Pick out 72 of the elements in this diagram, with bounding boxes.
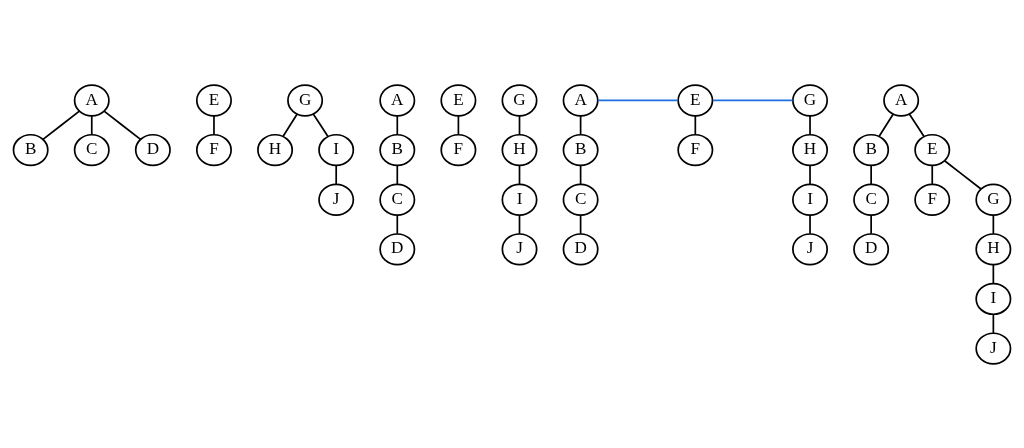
connector [809, 114, 811, 135]
connector [943, 159, 982, 190]
node-ellipse: A [883, 83, 920, 117]
connector [579, 213, 582, 235]
node-ellipse: F [440, 133, 477, 166]
connector [870, 164, 872, 185]
connector [396, 164, 399, 185]
connector [396, 114, 399, 135]
connector [213, 114, 215, 135]
node-ellipse: C [73, 133, 110, 166]
node-ellipse: H [501, 133, 538, 166]
connector [809, 164, 811, 185]
node-ellipse: I [501, 183, 538, 216]
node-ellipse: C [853, 183, 890, 216]
node-ellipse: A [73, 83, 110, 117]
node-ellipse: J [975, 331, 1012, 365]
node-ellipse: E [914, 133, 951, 166]
node-ellipse: A [379, 83, 416, 117]
node-ellipse: E [440, 83, 477, 117]
node-ellipse: D [134, 133, 171, 166]
node-ellipse: B [12, 133, 49, 166]
connector [931, 164, 934, 185]
node-ellipse: H [975, 232, 1012, 265]
connector [992, 313, 995, 334]
node-ellipse: E [677, 83, 714, 117]
node-ellipse: J [318, 183, 355, 216]
node-ellipse: E [195, 83, 232, 117]
node-ellipse: G [287, 83, 324, 117]
node-ellipse: D [562, 232, 599, 265]
connector [42, 109, 81, 140]
connector [312, 112, 329, 137]
connector [597, 99, 679, 101]
connector [518, 164, 521, 185]
connector [992, 213, 995, 235]
connector [579, 114, 582, 135]
node-ellipse: F [677, 133, 714, 166]
node-ellipse: D [853, 232, 890, 265]
connector [870, 213, 872, 235]
connector [335, 164, 338, 185]
node-ellipse: A [562, 83, 599, 117]
connector [396, 213, 399, 235]
connector [90, 114, 93, 135]
connector [457, 114, 460, 135]
connector [694, 114, 697, 135]
node-ellipse: G [501, 83, 538, 117]
connector [103, 109, 142, 140]
connector [282, 112, 299, 137]
node-ellipse: G [975, 183, 1012, 216]
connector [992, 263, 995, 284]
node-ellipse: H [792, 133, 829, 166]
node-ellipse: H [257, 133, 294, 166]
connector [518, 213, 521, 235]
connector [908, 112, 925, 137]
node-ellipse: I [318, 133, 355, 166]
node-ellipse: F [914, 183, 951, 216]
node-ellipse: B [853, 133, 890, 166]
node-ellipse: B [379, 133, 416, 166]
connector [809, 213, 811, 235]
node-ellipse: J [501, 232, 538, 265]
node-ellipse: C [379, 183, 416, 216]
node-ellipse: I [792, 183, 829, 216]
node-ellipse: I [975, 282, 1012, 315]
node-ellipse: F [195, 133, 232, 166]
connector [579, 164, 582, 185]
node-ellipse: B [562, 133, 599, 166]
node-ellipse: J [792, 232, 829, 265]
node-ellipse: G [792, 83, 829, 117]
connector [878, 112, 895, 137]
connector [518, 114, 521, 135]
node-ellipse: D [379, 232, 416, 265]
connector [711, 99, 794, 101]
node-ellipse: C [562, 183, 599, 216]
